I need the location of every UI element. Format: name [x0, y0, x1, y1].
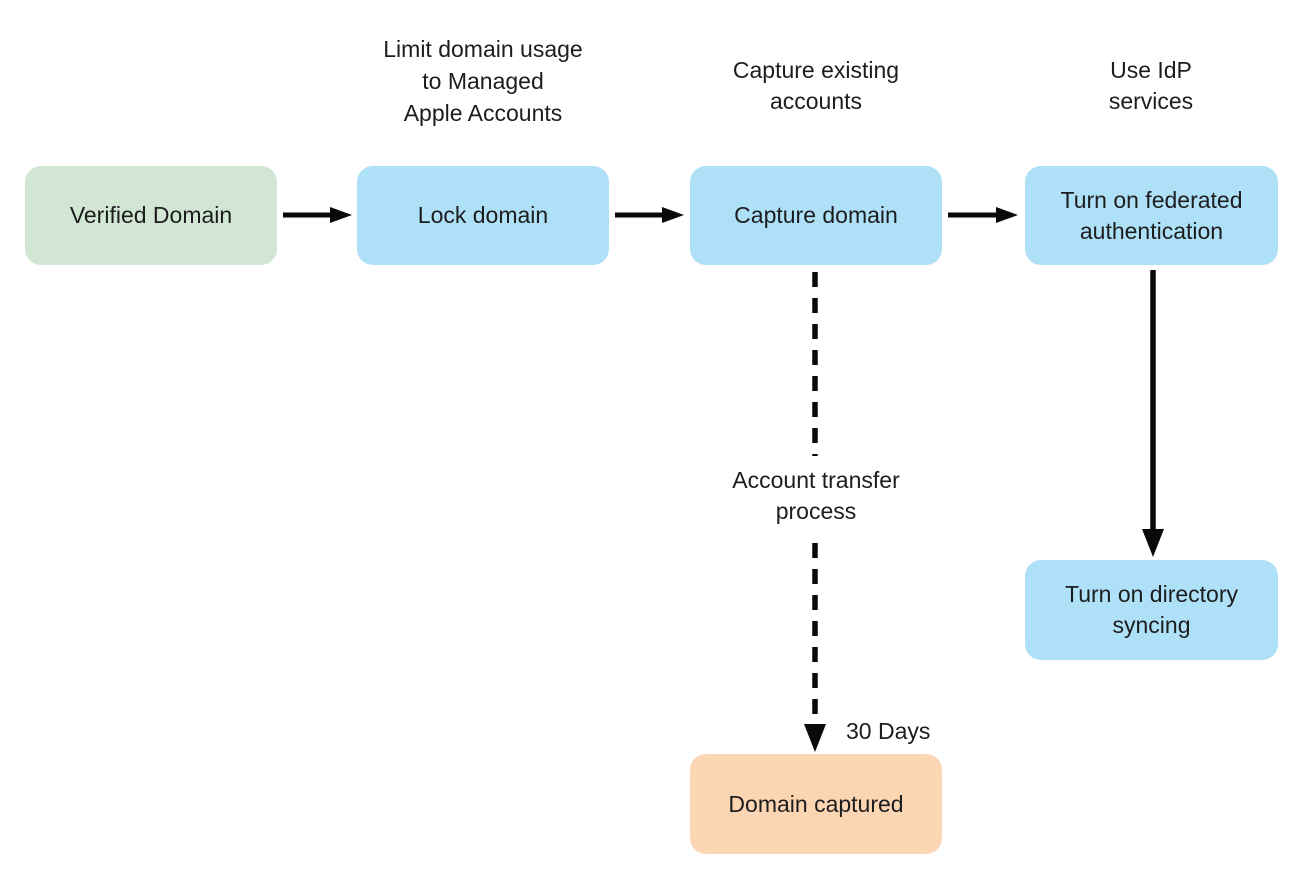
node-federated-authentication: Turn on federated authentication — [1025, 166, 1278, 265]
node-label: Turn on federated authentication — [1060, 186, 1243, 244]
node-label: Capture domain — [734, 202, 898, 228]
node-label: Turn on directory syncing — [1065, 581, 1238, 638]
node-label: Lock domain — [417, 202, 549, 228]
node-label: Domain captured — [728, 790, 904, 817]
node-lock-domain: Lock domain — [357, 166, 609, 265]
node-directory-syncing: Turn on directory syncing — [1025, 560, 1278, 660]
arrow-federated-to-directory-syncing — [1142, 270, 1164, 557]
node-label: Verified Domain — [69, 202, 233, 228]
note-use-idp-services: Use IdP services — [1108, 57, 1194, 114]
note-account-transfer-process: Account transfer process — [732, 467, 900, 524]
node-domain-captured: Domain captured — [690, 754, 942, 854]
arrow-lock-to-capture — [615, 207, 684, 223]
node-capture-domain: Capture domain — [690, 166, 942, 265]
node-verified-domain: Verified Domain — [25, 166, 277, 265]
note-capture-existing-accounts: Capture existing accounts — [732, 57, 900, 114]
note-limit-domain-usage: Limit domain usage to Managed Apple Acco… — [383, 36, 583, 126]
arrow-verified-to-lock — [283, 207, 352, 223]
note-30-days: 30 Days — [846, 718, 931, 744]
arrow-capture-to-federated — [948, 207, 1018, 223]
